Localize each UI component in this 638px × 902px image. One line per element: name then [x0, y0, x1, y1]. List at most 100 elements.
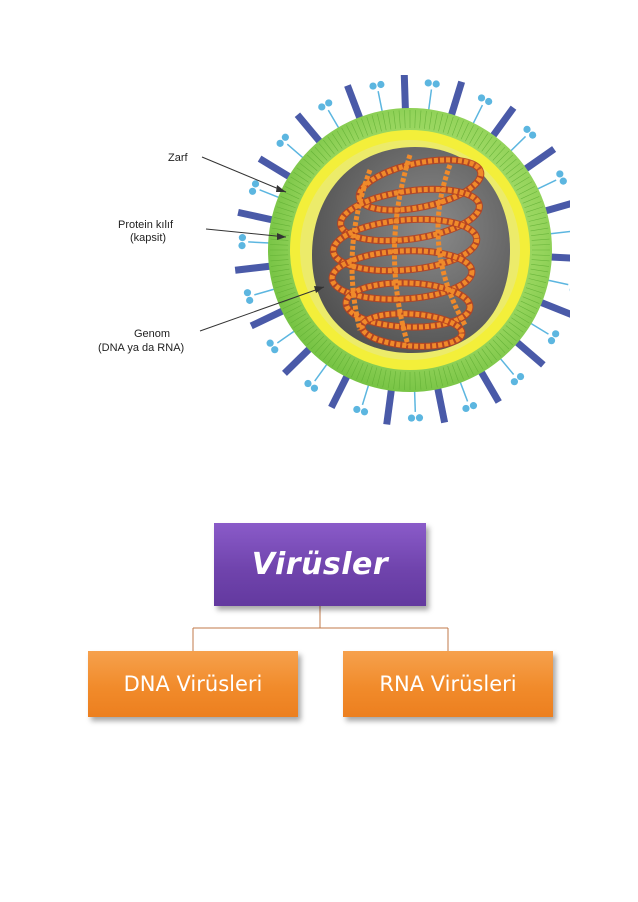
spike-protein [234, 262, 274, 274]
envelope-hair [331, 133, 343, 149]
envelope-hair [499, 332, 514, 346]
envelope-hair [525, 287, 544, 294]
glycoprotein-stalk [497, 355, 515, 376]
envelope-hair [496, 336, 510, 350]
glycoprotein-head [246, 296, 254, 304]
envelope-hair [438, 113, 443, 132]
envelope-hair [290, 313, 307, 324]
spike-protein [512, 337, 546, 368]
leader-arrowheads [276, 185, 324, 293]
envelope-hair [351, 360, 360, 378]
genome-strand [329, 248, 475, 302]
envelope-hair [531, 244, 550, 246]
envelope-hair [282, 191, 300, 200]
glycoprotein-head [238, 241, 246, 250]
envelope-hair [414, 110, 416, 129]
envelope-hair [531, 233, 550, 236]
envelope-hair [505, 325, 521, 337]
spike-protein [447, 80, 466, 120]
leader-line-genome [199, 286, 325, 332]
envelope-hair [520, 191, 538, 200]
glycoprotein-head [310, 384, 319, 392]
envelope-hair [530, 227, 549, 232]
envelope-hair [310, 336, 324, 350]
genome-strand [435, 164, 468, 327]
envelope-hair [387, 111, 392, 130]
envelope-hair [529, 273, 548, 278]
spike-protein [237, 208, 276, 224]
glycoprotein-stalk [259, 189, 283, 200]
envelope-hair [531, 264, 550, 267]
glycoprotein-stalk [534, 179, 557, 192]
envelope-hair [287, 309, 304, 319]
envelope-hair [424, 371, 427, 390]
glycoprotein-head [325, 99, 333, 107]
envelope-hair [377, 368, 382, 387]
envelope-hair [531, 259, 550, 262]
envelope-hair [356, 362, 364, 380]
glycoprotein-head [547, 337, 556, 345]
envelope-hair [285, 186, 302, 195]
envelope-hair [346, 358, 355, 375]
envelope-hair [306, 154, 321, 168]
envelope-hair [433, 369, 438, 388]
glycoprotein-head [369, 82, 377, 90]
glycoprotein-head [318, 103, 326, 111]
envelope-hair [505, 163, 521, 175]
spike-protein [520, 146, 557, 174]
envelope-hair [516, 181, 533, 191]
envelope-hair [382, 369, 387, 388]
child-node-label: DNA Virüsleri [123, 672, 263, 696]
envelope-hair [499, 154, 514, 168]
envelope-hair [271, 268, 290, 273]
envelope-hair [278, 201, 296, 209]
envelope-hair [275, 282, 293, 289]
envelope-hair [531, 238, 550, 241]
envelope-hair [276, 287, 295, 294]
envelope-hair [270, 254, 289, 256]
envelope-hair [447, 365, 454, 384]
glycoprotein-head [251, 180, 260, 188]
envelope-hair [451, 364, 459, 382]
spike-protein [282, 344, 315, 376]
envelope-hair [366, 116, 373, 135]
envelope-hair [270, 259, 289, 262]
glycoprotein-head [510, 378, 518, 386]
envelope-hair [336, 353, 347, 370]
envelope-hair [465, 358, 474, 375]
glycoprotein-head [432, 80, 440, 88]
envelope-hair [273, 278, 292, 283]
envelope-hair [529, 222, 548, 227]
envelope-hair [293, 317, 309, 329]
child-node-dna-viruses: DNA Virüsleri [88, 651, 298, 717]
envelope-hair [481, 348, 493, 364]
envelope-hair [451, 118, 459, 136]
envelope-hair [341, 127, 351, 144]
envelope-hair [290, 176, 307, 187]
envelope-hair [502, 329, 517, 342]
genome-strand [349, 169, 373, 331]
envelope-hair [508, 167, 524, 179]
envelope-hair [496, 150, 510, 164]
leader-line-capsid [205, 228, 287, 238]
envelope-hair [318, 143, 331, 158]
glycoprotein-head [360, 408, 369, 416]
genome-coil [328, 154, 485, 350]
envelope-hair [371, 367, 378, 385]
envelope-hair [271, 227, 290, 232]
envelope-hair [460, 360, 469, 378]
glycoprotein-head [552, 330, 560, 338]
glycoprotein-head [248, 187, 257, 195]
envelope-hair [404, 110, 406, 129]
child-node-rna-viruses: RNA Virüsleri [343, 651, 553, 717]
envelope-hair [502, 158, 517, 171]
envelope-hair [485, 139, 497, 155]
envelope-hair [492, 339, 506, 354]
arrowhead-envelope [276, 185, 286, 192]
leader-line-envelope [201, 156, 287, 193]
envelope-hair [419, 110, 422, 129]
root-node-label: Virüsler [251, 547, 389, 582]
envelope-hair [314, 339, 328, 354]
envelope-hair [270, 264, 289, 267]
envelope-hair [371, 115, 378, 133]
